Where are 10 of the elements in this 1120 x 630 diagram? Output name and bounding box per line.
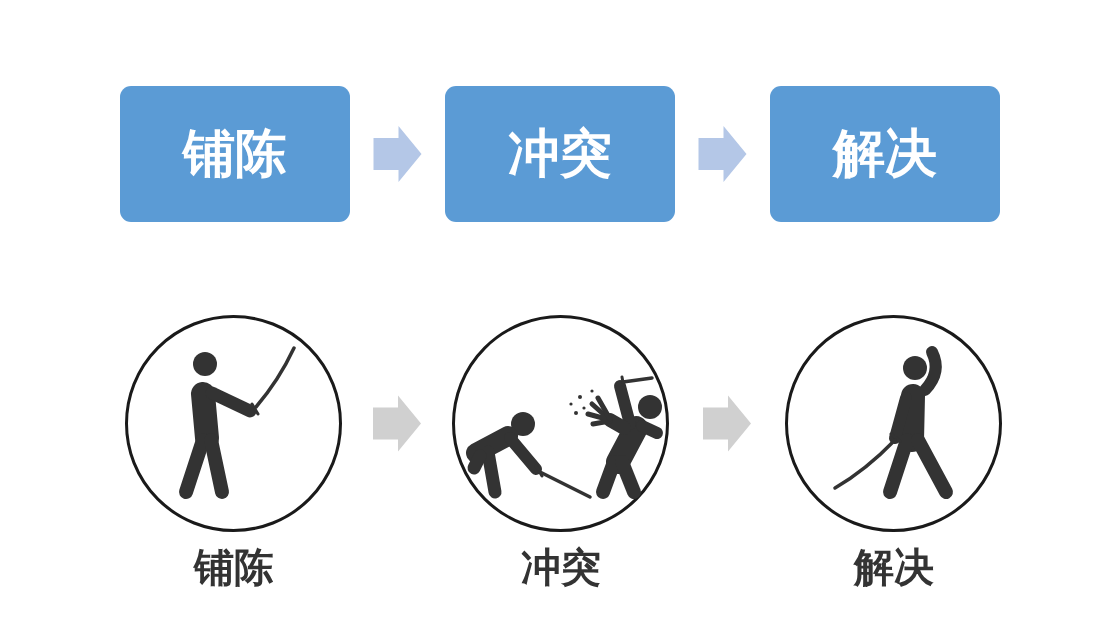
stage-box: 解决: [770, 86, 1000, 222]
stage-label: 铺陈: [193, 545, 274, 589]
stage-label: 解决: [853, 545, 934, 589]
stage-box: 铺陈: [120, 86, 350, 222]
block-arrow: [373, 126, 422, 182]
block-arrow: [698, 126, 747, 182]
block-arrow: [703, 395, 751, 452]
stage-label: 冲突: [520, 545, 601, 589]
block-arrow: [373, 395, 421, 452]
stage-box: 冲突: [445, 86, 675, 222]
